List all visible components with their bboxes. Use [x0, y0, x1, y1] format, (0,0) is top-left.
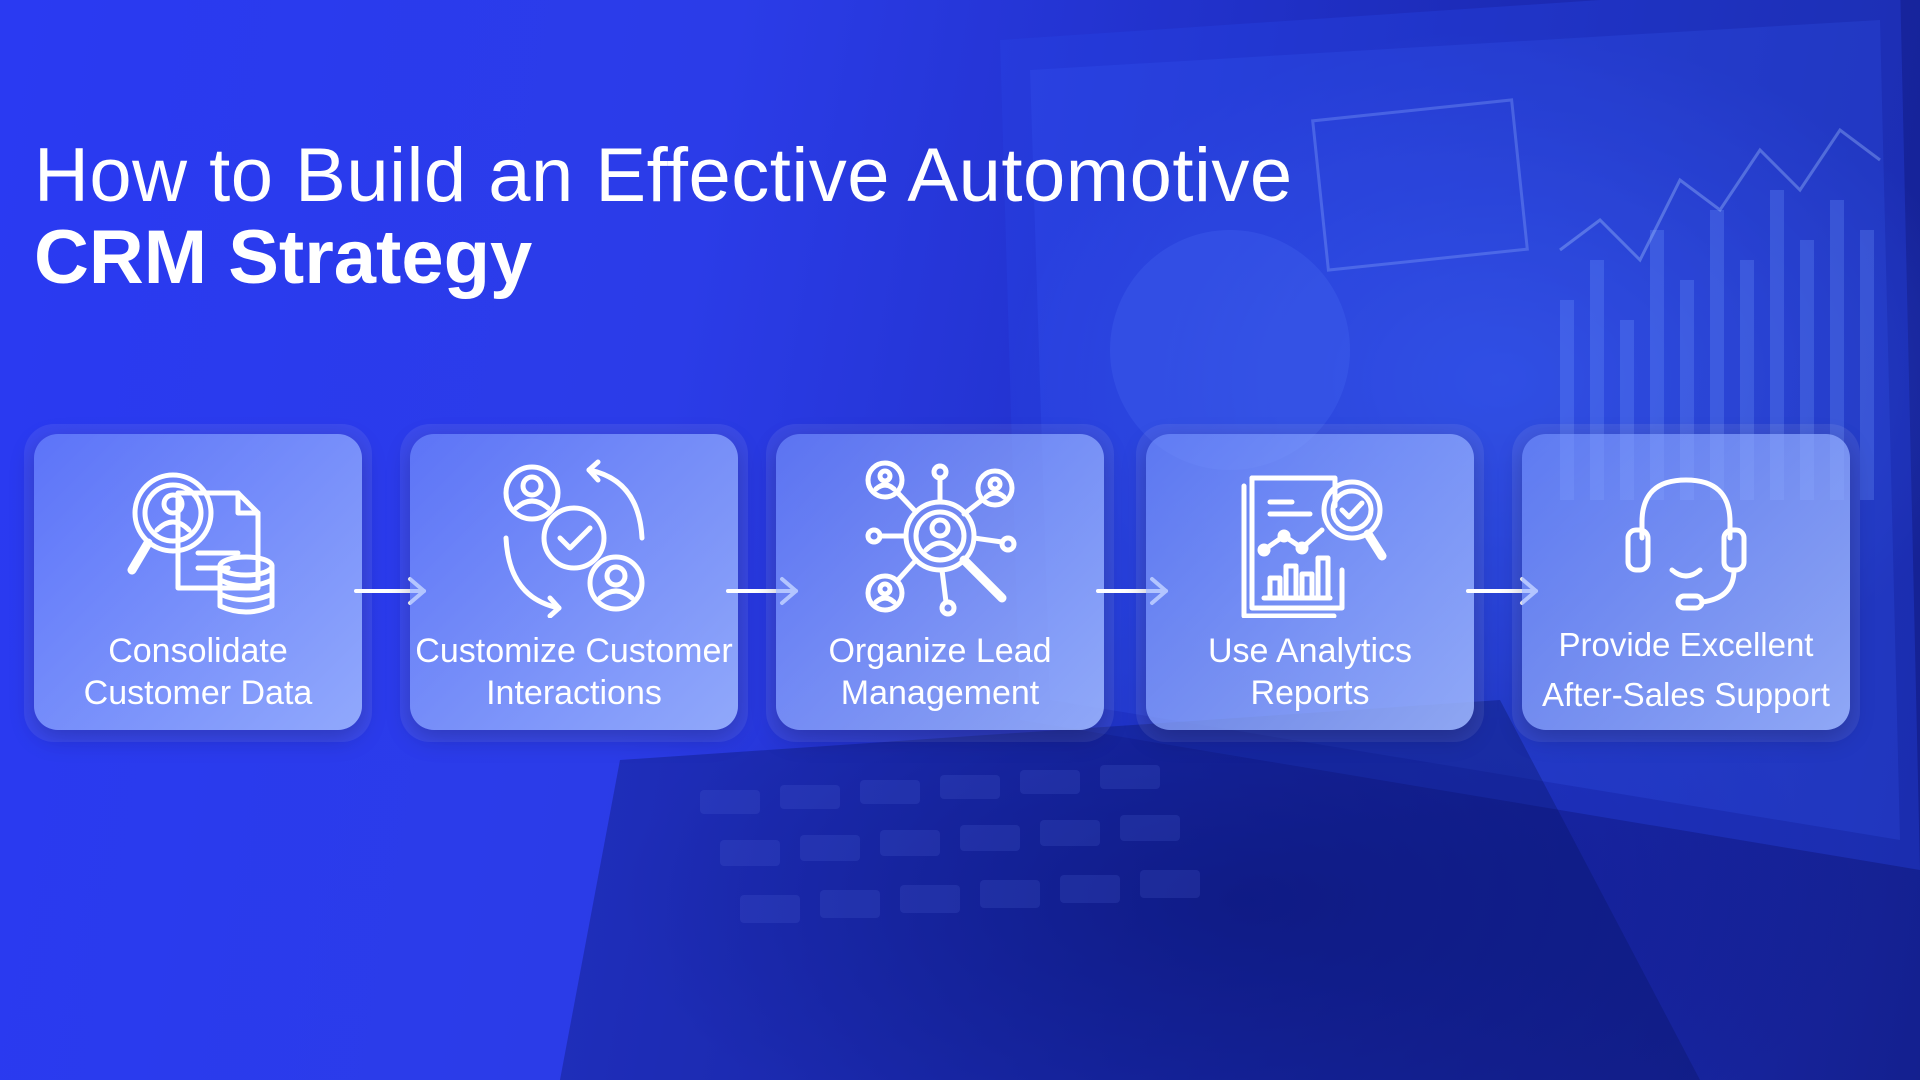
step-label-2-line-2: Interactions	[486, 674, 662, 712]
analytics-report-icon	[1241, 475, 1387, 618]
customer-cycle-icon	[503, 459, 645, 618]
step-label-5-line-2: After-Sales Support	[1542, 676, 1830, 713]
step-card-2-inner: Customize Customer Interactions	[410, 434, 738, 730]
step-label-5-line-1: Provide Excellent	[1558, 626, 1814, 663]
step-card-4: Use Analytics Reports	[1136, 424, 1484, 742]
step-card-4-inner: Use Analytics Reports	[1146, 434, 1474, 730]
step-label-3-line-1: Organize Lead	[828, 632, 1052, 670]
step-card-3: Organize Lead Management	[766, 424, 1114, 742]
customer-data-search-icon	[127, 472, 275, 615]
step-label-3: Organize Lead Management	[776, 630, 1104, 714]
step-label-4-line-1: Use Analytics	[1207, 632, 1413, 670]
step-card-2: Customize Customer Interactions	[400, 424, 748, 742]
step-card-1-inner: Consolidate Customer Data	[34, 434, 362, 730]
step-label-2: Customize Customer Interactions	[410, 630, 738, 714]
step-label-5: Provide Excellent After-Sales Support	[1522, 620, 1850, 720]
page-title: How to Build an Effective Automotive CRM…	[34, 138, 1293, 296]
step-label-1: Consolidate Customer Data	[34, 630, 362, 714]
step-label-3-line-2: Management	[840, 674, 1040, 712]
step-label-4: Use Analytics Reports	[1146, 630, 1474, 714]
lead-network-icon	[865, 460, 1017, 617]
step-card-5-inner: Provide Excellent After-Sales Support	[1522, 434, 1850, 730]
title-line-2: CRM Strategy	[34, 215, 533, 300]
step-label-1-line-1: Consolidate	[108, 632, 288, 670]
title-line-1: How to Build an Effective Automotive	[34, 133, 1293, 218]
step-label-2-line-1: Customize Customer	[415, 632, 733, 670]
step-card-3-inner: Organize Lead Management	[776, 434, 1104, 730]
step-label-1-line-2: Customer Data	[83, 674, 313, 712]
step-card-1: Consolidate Customer Data	[24, 424, 372, 742]
step-card-5: Provide Excellent After-Sales Support	[1512, 424, 1860, 742]
headset-icon	[1625, 477, 1747, 611]
step-label-4-line-2: Reports	[1250, 674, 1370, 712]
